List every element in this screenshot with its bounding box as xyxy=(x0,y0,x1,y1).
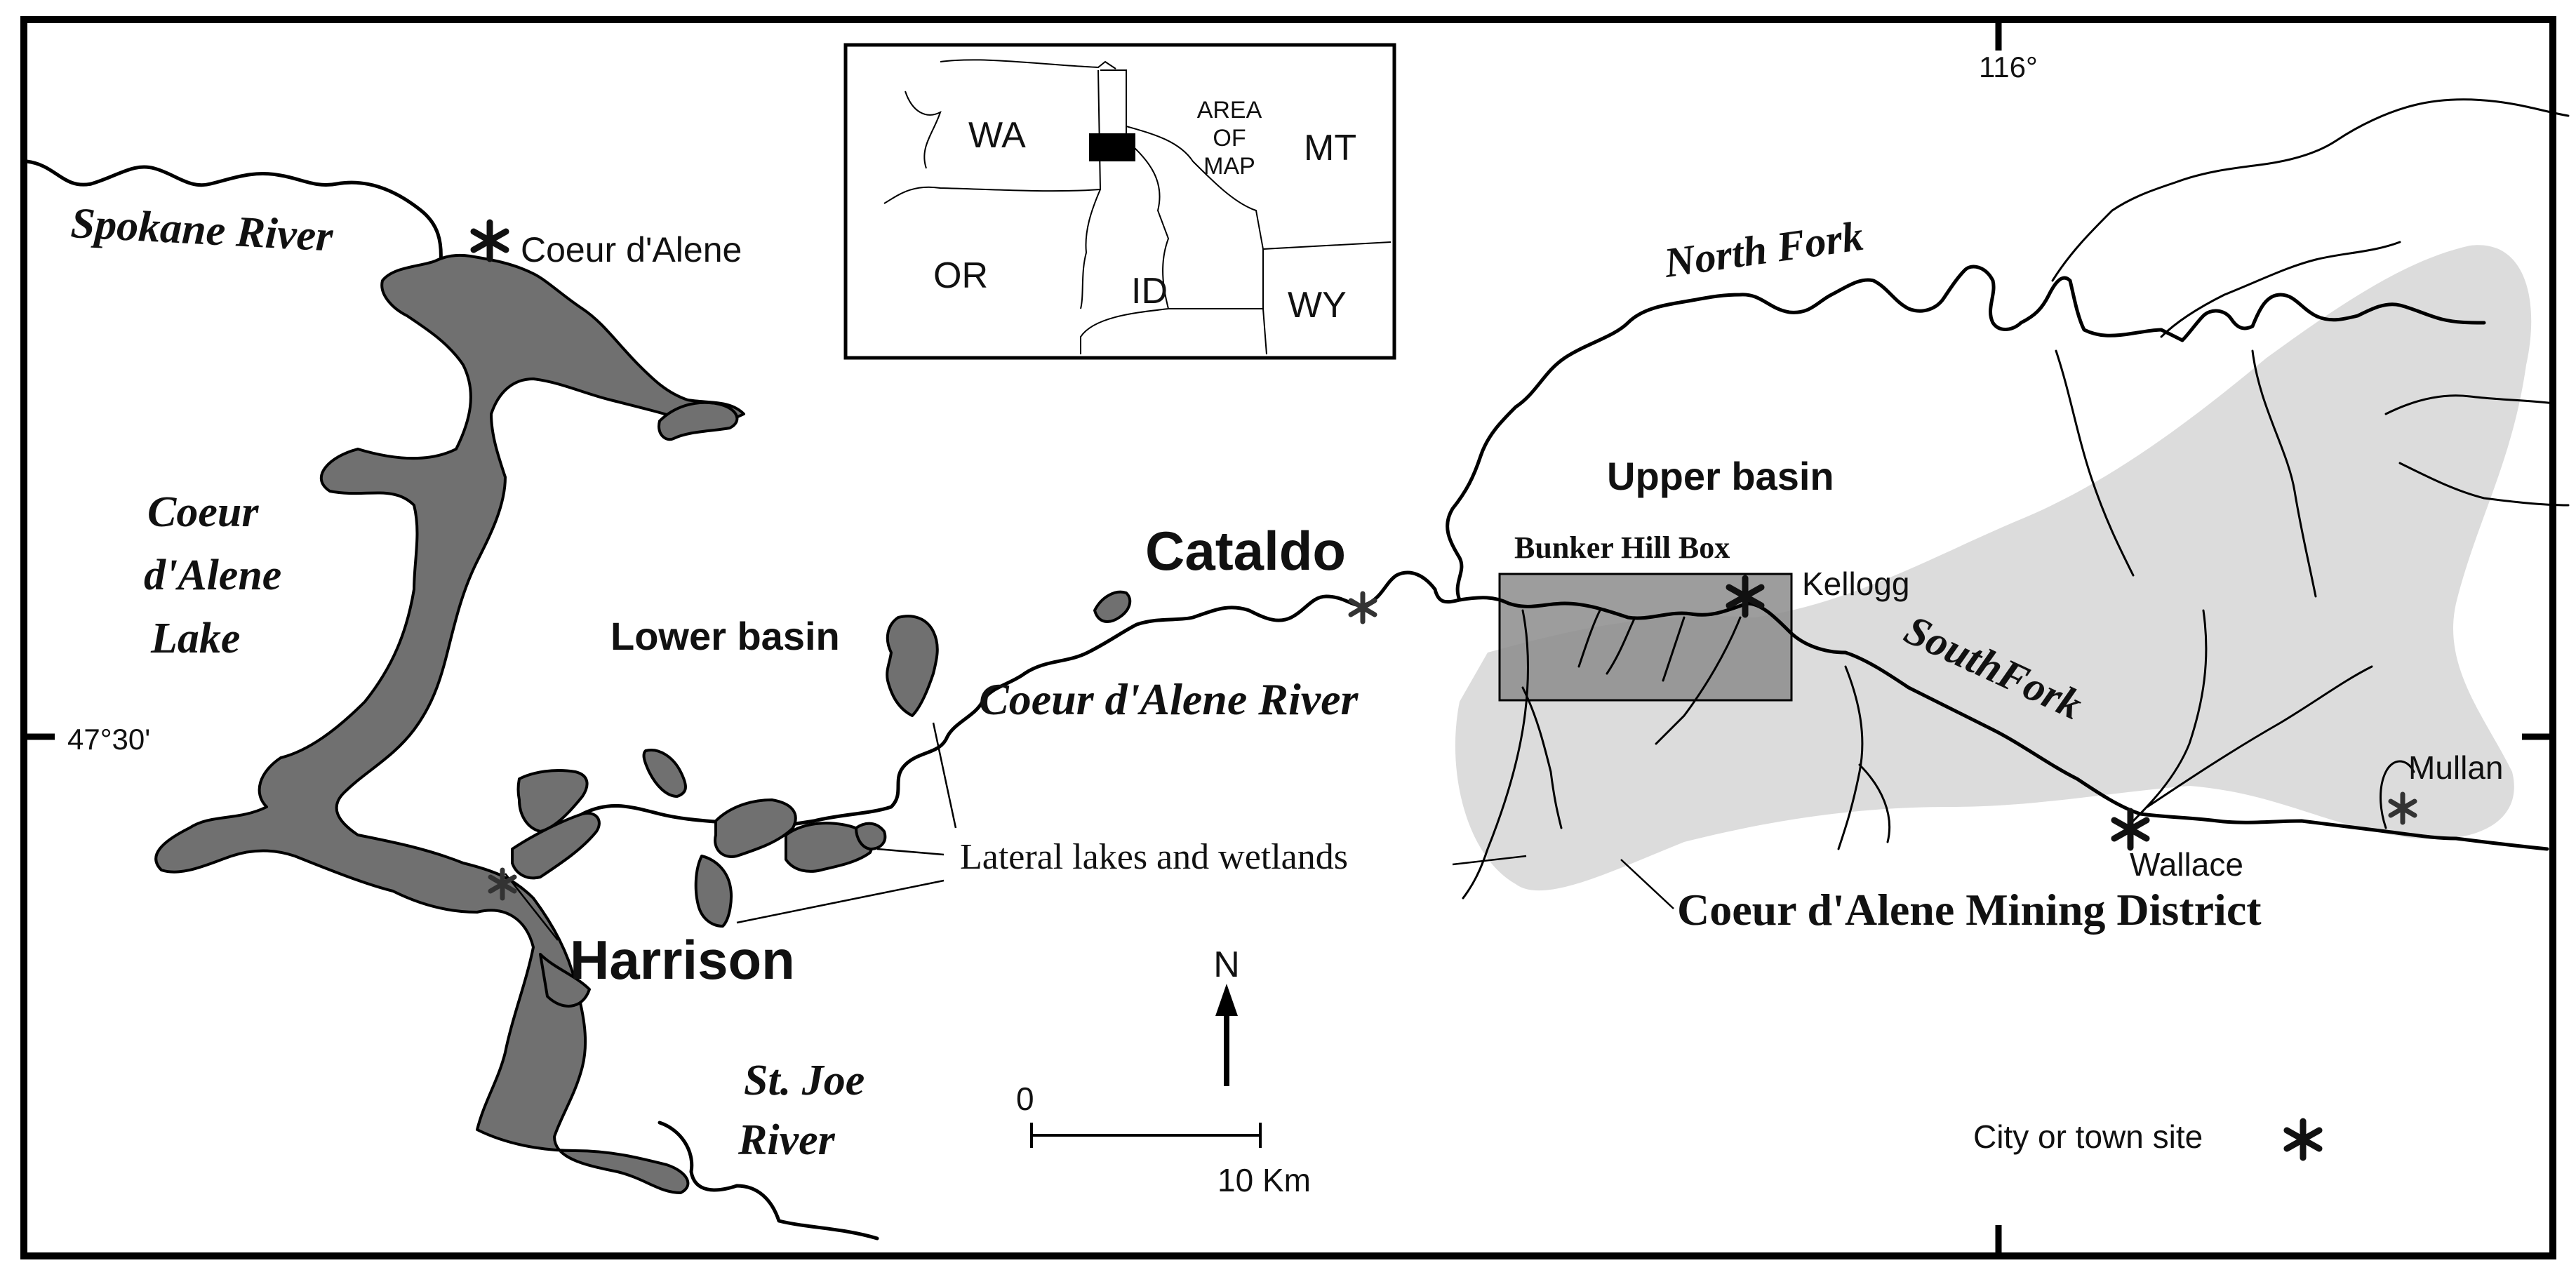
wallace-label: Wallace xyxy=(2130,846,2243,883)
tributary-17 xyxy=(2380,760,2415,829)
inset-locator-map: WA MT OR ID WY AREA OF MAP xyxy=(843,43,1396,360)
lake-bay-south xyxy=(539,953,591,1008)
spokane-river xyxy=(25,159,443,265)
legend: City or town site xyxy=(1973,1118,2319,1158)
inset-area-line1: AREA xyxy=(1197,97,1262,123)
st-joe-river-label-line1: St. Joe xyxy=(744,1057,865,1104)
st-joe-river-label-line2: River xyxy=(738,1116,836,1164)
cataldo-label: Cataldo xyxy=(1145,520,1346,582)
tributary-11 xyxy=(1462,609,1529,900)
harrison-label: Harrison xyxy=(570,929,795,991)
north-fork-label: North Fork xyxy=(1661,213,1866,286)
map-frame xyxy=(20,16,2556,1259)
coeur-dalene-city-icon xyxy=(474,222,506,259)
tributary-5 xyxy=(2055,349,2135,577)
north-fork-main xyxy=(1446,265,2486,602)
tributary-3 xyxy=(2384,394,2556,415)
tributary-1 xyxy=(2051,98,2570,282)
lake-bay-east xyxy=(658,401,739,441)
tributary-6 xyxy=(2251,349,2317,598)
tributary-16 xyxy=(1655,616,1742,745)
inset-area-line2: OF xyxy=(1213,125,1246,152)
tributary-12 xyxy=(1521,686,1563,829)
mining-district-label: Coeur d'Alene Mining District xyxy=(1677,885,2262,935)
inset-state-id: ID xyxy=(1131,271,1168,312)
scale-ten-label: 10 Km xyxy=(1217,1162,1311,1198)
spokane-river-label: Spokane River xyxy=(69,199,335,261)
scale-bar: 0 10 Km xyxy=(1016,1081,1311,1198)
longitude-label: 116° xyxy=(1979,51,2038,83)
inset-state-wy: WY xyxy=(1288,285,1347,326)
tributary-13 xyxy=(1577,609,1601,668)
lower-basin-label: Lower basin xyxy=(610,614,840,658)
kellogg-label: Kellogg xyxy=(1802,566,1909,602)
upper-basin-label: Upper basin xyxy=(1607,454,1834,498)
tributary-9 xyxy=(1837,665,1864,850)
inset-state-mt: MT xyxy=(1304,128,1356,168)
coeur-dalene-city-label: Coeur d'Alene xyxy=(521,230,742,269)
leader-lines xyxy=(505,722,1674,941)
tributary-2 xyxy=(2160,241,2401,338)
cataldo-city-icon xyxy=(1351,594,1375,622)
lateral-lakes xyxy=(511,590,1132,928)
scale-zero-label: 0 xyxy=(1016,1081,1034,1117)
tributary-4 xyxy=(2398,462,2570,507)
tributary-8 xyxy=(2146,665,2373,808)
asterisk-icon xyxy=(2287,1121,2319,1158)
latitude-label: 47°30' xyxy=(67,723,150,756)
mullan-label: Mullan xyxy=(2408,749,2504,786)
north-arrow: N xyxy=(1213,944,1240,1086)
tributary-7 xyxy=(2132,609,2208,822)
coeur-dalene-river-label: Coeur d'Alene River xyxy=(979,674,1359,724)
lake-label-line3: Lake xyxy=(150,615,240,662)
st-joe-river xyxy=(658,1121,879,1241)
inset-area-marker xyxy=(1089,133,1135,161)
coeur-dalene-lake xyxy=(154,253,745,1194)
inset-area-line3: MAP xyxy=(1203,153,1255,180)
lateral-lakes-label: Lateral lakes and wetlands xyxy=(960,837,1348,877)
lake-label-line2: d'Alene xyxy=(144,551,281,599)
tributary-10 xyxy=(1858,763,1891,843)
inset-state-wa: WA xyxy=(968,115,1026,156)
bunker-hill-box-label: Bunker Hill Box xyxy=(1514,530,1730,565)
lake-label-line1: Coeur xyxy=(147,488,259,536)
coordinate-ticks xyxy=(24,20,2553,1256)
legend-city-site-label: City or town site xyxy=(1973,1118,2203,1155)
inset-state-or: OR xyxy=(933,255,988,296)
tributary-14 xyxy=(1606,616,1636,675)
mining-district-area xyxy=(1455,245,2532,891)
tributary-15 xyxy=(1662,616,1686,682)
north-arrow-label: N xyxy=(1213,944,1240,985)
wallace-city-icon xyxy=(2114,811,2147,848)
